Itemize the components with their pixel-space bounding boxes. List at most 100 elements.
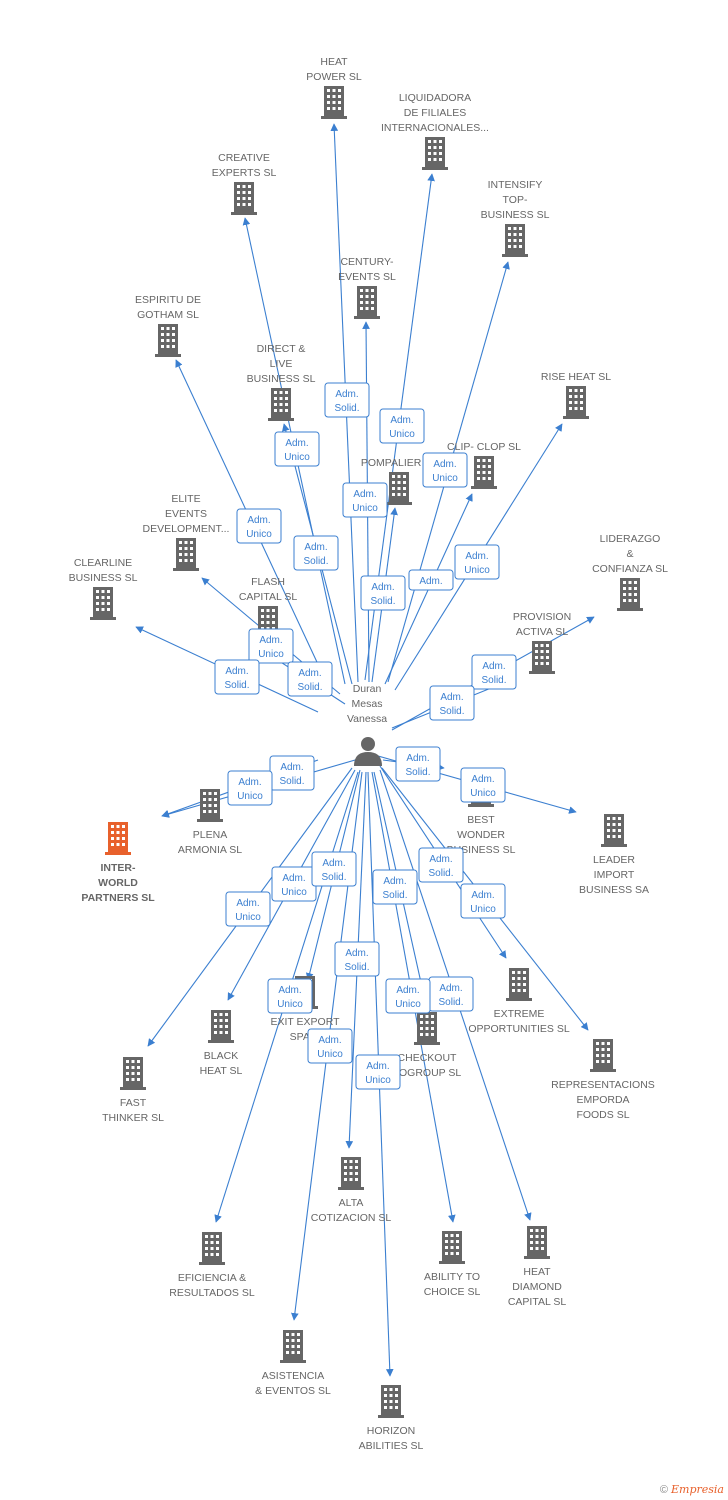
building-icon bbox=[506, 968, 532, 1001]
building-icon bbox=[414, 1012, 440, 1045]
badge-text: Unico bbox=[317, 1049, 343, 1060]
company-node[interactable]: ELITEEVENTSDEVELOPMENT... bbox=[143, 493, 230, 571]
badge-text: Unico bbox=[235, 912, 261, 923]
badge-text: Adm. bbox=[383, 876, 406, 887]
company-node[interactable]: RISE HEAT SL bbox=[541, 371, 611, 419]
badge-frame bbox=[214, 659, 260, 695]
company-name-line: EVENTS SL bbox=[338, 271, 396, 283]
role-badge: Adm.Unico bbox=[460, 883, 506, 919]
company-name-line: PLENA bbox=[193, 829, 227, 841]
company-name-line: ALTA bbox=[339, 1197, 364, 1209]
building-icon bbox=[173, 538, 199, 571]
building-icon bbox=[280, 1330, 306, 1363]
badge-frame bbox=[267, 978, 313, 1014]
company-name-line: DE FILIALES bbox=[404, 107, 466, 119]
badge-text: Solid. bbox=[334, 403, 359, 414]
building-icon bbox=[422, 137, 448, 170]
company-node[interactable]: ASISTENCIA& EVENTOS SL bbox=[255, 1330, 331, 1397]
company-name-line: BUSINESS SL bbox=[447, 844, 516, 856]
building-icon bbox=[155, 324, 181, 357]
building-icon bbox=[231, 182, 257, 215]
company-name-line: EMPORDA bbox=[576, 1094, 629, 1106]
badge-text: Unico bbox=[432, 473, 458, 484]
company-name-line: RESULTADOS SL bbox=[169, 1287, 255, 1299]
badge-frame bbox=[334, 941, 380, 977]
badge-text: Adm. bbox=[236, 898, 259, 909]
badge-text: Adm. bbox=[304, 542, 327, 553]
company-node[interactable]: ESPIRITU DE GOTHAM SL bbox=[135, 294, 201, 357]
badge-frame bbox=[307, 1028, 353, 1064]
company-node[interactable]: CENTURY-EVENTS SL bbox=[338, 256, 396, 319]
company-name-line: POMPALIER SL bbox=[361, 457, 437, 469]
company-name-line: ABILITY TO bbox=[424, 1271, 480, 1283]
company-name-line: GOTHAM SL bbox=[137, 309, 199, 321]
company-name-line: & bbox=[626, 548, 633, 560]
building-icon bbox=[199, 1232, 225, 1265]
role-badge: Adm.Unico bbox=[227, 770, 273, 806]
building-icon bbox=[590, 1039, 616, 1072]
role-badge: Adm.Solid. bbox=[428, 976, 474, 1012]
role-badge: Adm.Solid. bbox=[360, 575, 406, 611]
company-name-line: CAPITAL SL bbox=[508, 1296, 567, 1308]
badge-text: Unico bbox=[395, 999, 421, 1010]
role-badge: Adm.Unico bbox=[460, 767, 506, 803]
company-node[interactable]: CLIP- CLOP SL bbox=[447, 441, 521, 489]
company-name-line: BUSINESS SL bbox=[69, 572, 138, 584]
person-name-line: Vanessa bbox=[347, 713, 387, 725]
company-name-line: ASISTENCIA bbox=[262, 1370, 324, 1382]
company-node[interactable]: EFICIENCIA &RESULTADOS SL bbox=[169, 1232, 255, 1299]
role-badge: Adm.Solid. bbox=[471, 654, 517, 690]
badge-frame bbox=[385, 978, 431, 1014]
role-badge: Adm.Solid. bbox=[269, 755, 315, 791]
role-badge: Adm.Solid. bbox=[293, 535, 339, 571]
company-name-line: FOODS SL bbox=[576, 1109, 629, 1121]
company-node[interactable]: LIDERAZGO&CONFIANZA SL bbox=[592, 533, 668, 611]
badge-text: Adm. bbox=[322, 858, 345, 869]
company-name-line: HEAT bbox=[523, 1266, 551, 1278]
company-name-line: ESPIRITU DE bbox=[135, 294, 201, 306]
badge-frame bbox=[372, 869, 418, 905]
role-badge: Adm.Solid. bbox=[311, 851, 357, 887]
company-node[interactable]: POMPALIER SL bbox=[361, 457, 437, 505]
building-icon bbox=[502, 224, 528, 257]
company-name-line: PARTNERS SL bbox=[81, 892, 155, 904]
company-name-line: LIVE bbox=[270, 358, 293, 370]
role-badge: Adm.Solid. bbox=[372, 869, 418, 905]
person-name-line: Mesas bbox=[352, 698, 383, 710]
badge-text: Solid. bbox=[428, 868, 453, 879]
badge-frame bbox=[248, 628, 294, 664]
building-icon bbox=[524, 1226, 550, 1259]
badge-text: Solid. bbox=[344, 962, 369, 973]
badge-text: Adm. bbox=[471, 774, 494, 785]
badge-text: Unico bbox=[237, 791, 263, 802]
person-icon bbox=[354, 737, 382, 766]
company-name-line: CHECKOUT bbox=[398, 1052, 458, 1064]
role-badge: Adm. Unico bbox=[225, 891, 271, 927]
badge-frame bbox=[236, 508, 282, 544]
role-badge: Adm.Solid. bbox=[324, 382, 370, 418]
company-name-line: THINKER SL bbox=[102, 1112, 164, 1124]
company-name-line: BUSINESS SL bbox=[481, 209, 550, 221]
